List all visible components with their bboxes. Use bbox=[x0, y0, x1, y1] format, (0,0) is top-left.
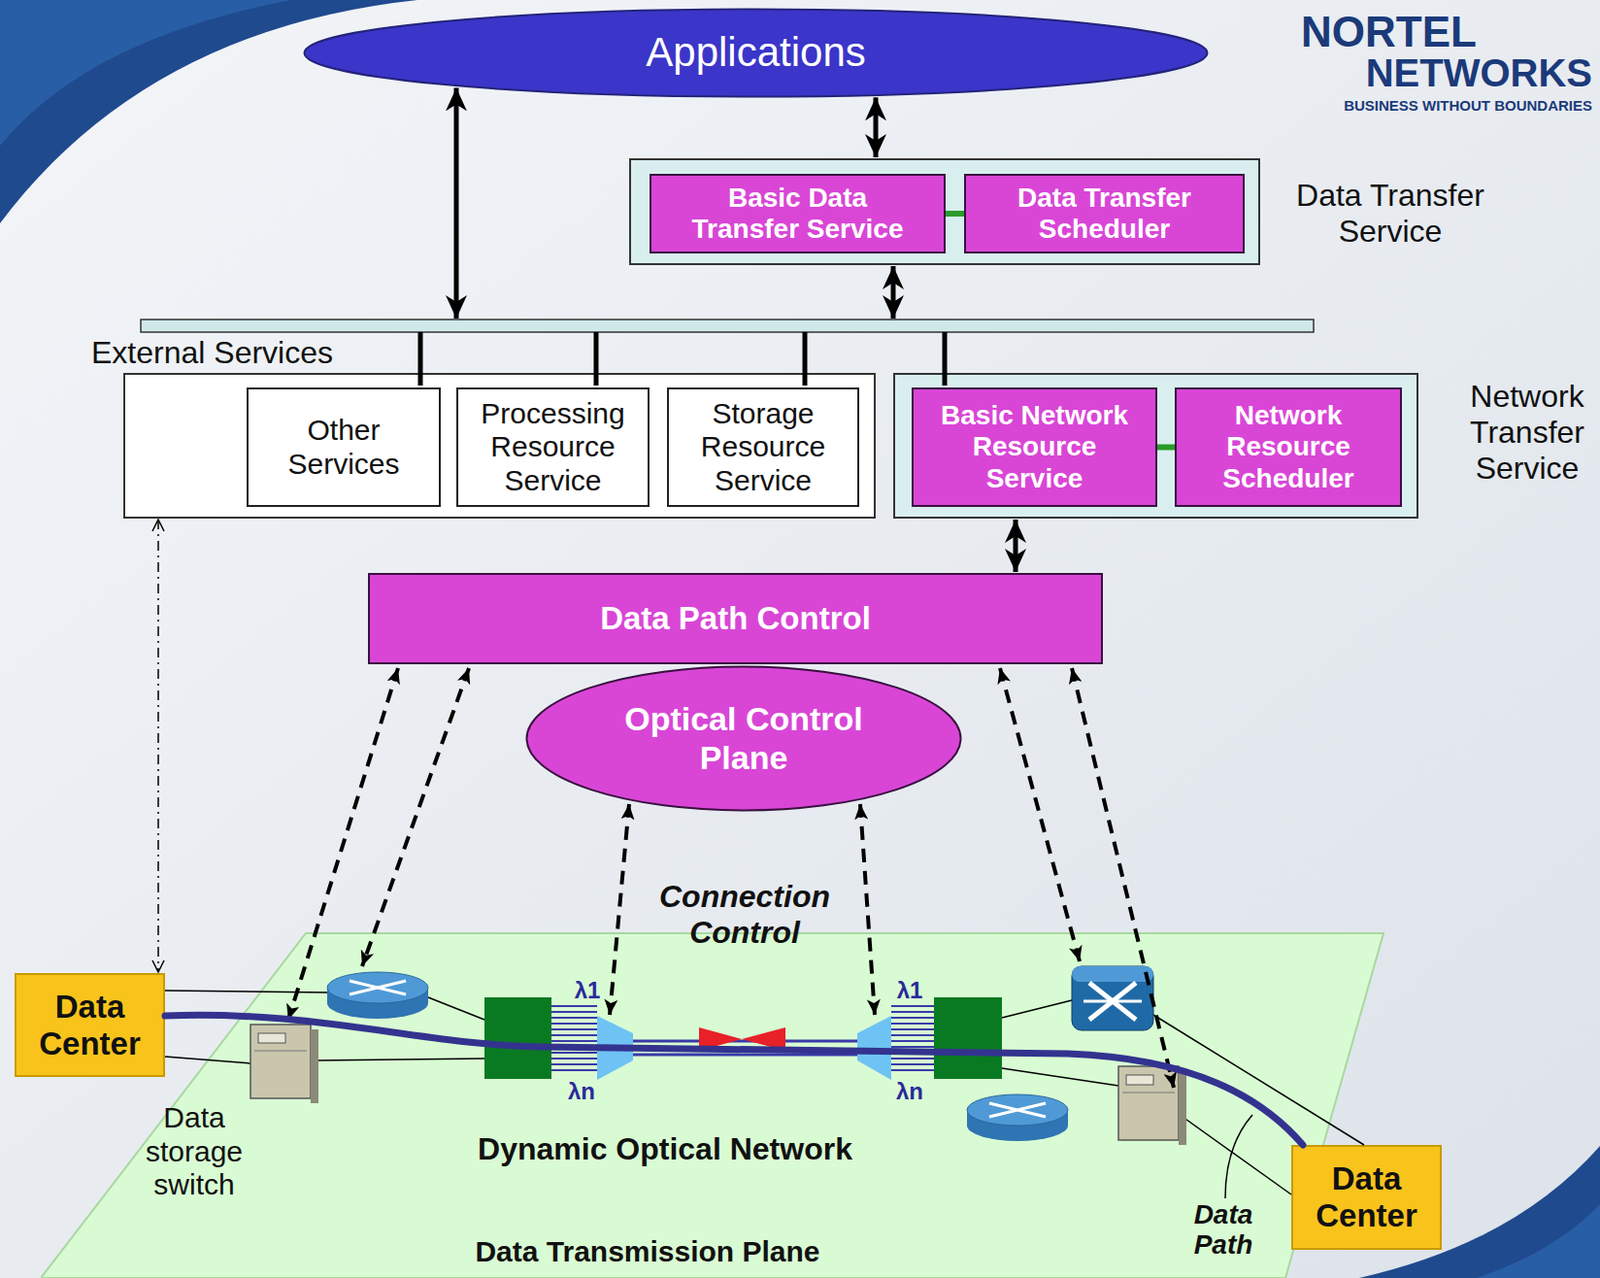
text-anchor: Network Transfer Service bbox=[1444, 378, 1600, 486]
node-label: Basic Network Resource Service bbox=[930, 400, 1139, 495]
control-box: Data Path Control bbox=[367, 572, 1103, 665]
text-anchor: NORTEL bbox=[1300, 7, 1593, 58]
fiber-link bbox=[633, 1040, 858, 1055]
control-arrows bbox=[288, 667, 1174, 1088]
service-box: Basic Network Resource Service bbox=[911, 387, 1158, 507]
wavelength-label: λn bbox=[567, 1077, 596, 1105]
network-wires bbox=[165, 990, 1365, 1195]
connector bbox=[1013, 519, 1019, 572]
amplifier bbox=[597, 1015, 634, 1080]
group-heading: Data Transfer Service bbox=[1275, 177, 1505, 250]
router-icon bbox=[966, 1094, 1068, 1141]
amplifier bbox=[857, 1015, 892, 1080]
mux-block bbox=[933, 997, 1002, 1079]
data-center-box: Data Center bbox=[1291, 1144, 1442, 1250]
group-heading: Dynamic Optical Network bbox=[477, 1131, 853, 1167]
wavelength-label: λ1 bbox=[574, 976, 601, 1004]
logo-text: NORTEL bbox=[1300, 7, 1477, 58]
node-label: Data Transfer Scheduler bbox=[973, 182, 1236, 245]
node-label: Applications bbox=[645, 29, 866, 76]
logo-tagline: BUSINESS WITHOUT BOUNDARIES bbox=[1343, 97, 1593, 114]
node-label: Processing Resource Service bbox=[466, 397, 641, 499]
switch-icon bbox=[1071, 966, 1154, 1031]
connector bbox=[945, 210, 965, 217]
node-label: Data Path Control bbox=[600, 600, 871, 637]
text-anchor: External Services bbox=[91, 334, 402, 371]
text-anchor: λ1 bbox=[563, 976, 612, 1004]
text-anchor: BUSINESS WITHOUT BOUNDARIES bbox=[1300, 97, 1593, 114]
connector bbox=[891, 266, 897, 319]
text-anchor: Connection Control bbox=[637, 878, 852, 951]
node-label: Optical Control Plane bbox=[598, 700, 890, 776]
node-label: Data Center bbox=[17, 988, 164, 1063]
service-group: Network Transfer ServiceBasic Network Re… bbox=[893, 372, 1419, 519]
text-anchor: Data Path bbox=[1172, 1200, 1274, 1261]
connector bbox=[157, 519, 160, 972]
service-box: Basic Data Transfer Service bbox=[649, 173, 946, 254]
node-label: Other Services bbox=[256, 413, 432, 481]
connector bbox=[454, 87, 460, 319]
text-anchor: NETWORKS bbox=[1300, 50, 1593, 96]
storage-server bbox=[250, 1024, 319, 1103]
wavelength-label: λ1 bbox=[897, 976, 924, 1004]
service-box: Processing Resource Service bbox=[456, 387, 650, 507]
scheduler-box: Network Resource Scheduler bbox=[1174, 387, 1402, 507]
callout-label: Data Path bbox=[1179, 1200, 1267, 1261]
text-anchor: λn bbox=[885, 1077, 934, 1105]
text-anchor: λn bbox=[557, 1077, 606, 1105]
node-label: Data Center bbox=[1294, 1160, 1440, 1234]
plane-outline bbox=[40, 932, 1385, 1278]
service-box: Storage Resource Service bbox=[666, 387, 860, 507]
storage-server bbox=[1118, 1066, 1187, 1145]
wavelength-label: λn bbox=[896, 1077, 924, 1105]
node-label: Storage Resource Service bbox=[675, 397, 851, 499]
wavelength-lines bbox=[551, 1005, 934, 1070]
group-heading: Data Transmission Plane bbox=[474, 1234, 820, 1269]
node-label: Basic Data Transfer Service bbox=[676, 182, 920, 245]
scheduler-box: Data Transfer Scheduler bbox=[964, 173, 1245, 254]
logo-text: NETWORKS bbox=[1366, 50, 1593, 96]
device-label: Data storage switch bbox=[131, 1100, 258, 1202]
service-group: External ServicesOther ServicesProcessin… bbox=[123, 372, 876, 519]
router-icon bbox=[327, 971, 429, 1019]
connector bbox=[873, 97, 879, 158]
service-box: Other Services bbox=[246, 387, 441, 507]
text-anchor: λ1 bbox=[885, 976, 934, 1004]
bus-stubs bbox=[420, 332, 945, 386]
transmission-plane: Dynamic Optical NetworkData Transmission… bbox=[40, 932, 1385, 1278]
application-ellipse: Applications bbox=[302, 7, 1209, 99]
fiber-coupler bbox=[699, 1027, 786, 1051]
connector bbox=[1157, 444, 1175, 451]
control-ellipse: Optical Control Plane bbox=[525, 665, 963, 812]
node-label: Network Resource Scheduler bbox=[1186, 400, 1391, 495]
text-anchor: Dynamic Optical Network bbox=[373, 1131, 957, 1167]
service-group: Data Transfer ServiceBasic Data Transfer… bbox=[629, 158, 1261, 266]
data-center-box: Data Center bbox=[14, 972, 166, 1077]
data-path bbox=[165, 1014, 1303, 1145]
mux-block bbox=[484, 997, 552, 1079]
leader-line bbox=[1225, 1114, 1253, 1199]
text-anchor: Data storage switch bbox=[126, 1100, 263, 1202]
text-anchor: Data Transmission Plane bbox=[356, 1234, 939, 1269]
group-heading: Network Transfer Service bbox=[1449, 378, 1600, 486]
text-anchor: Data Transfer Service bbox=[1275, 177, 1505, 250]
bus-bar bbox=[140, 319, 1314, 333]
annotation: Connection Control bbox=[647, 878, 842, 951]
group-heading: External Services bbox=[91, 334, 334, 371]
